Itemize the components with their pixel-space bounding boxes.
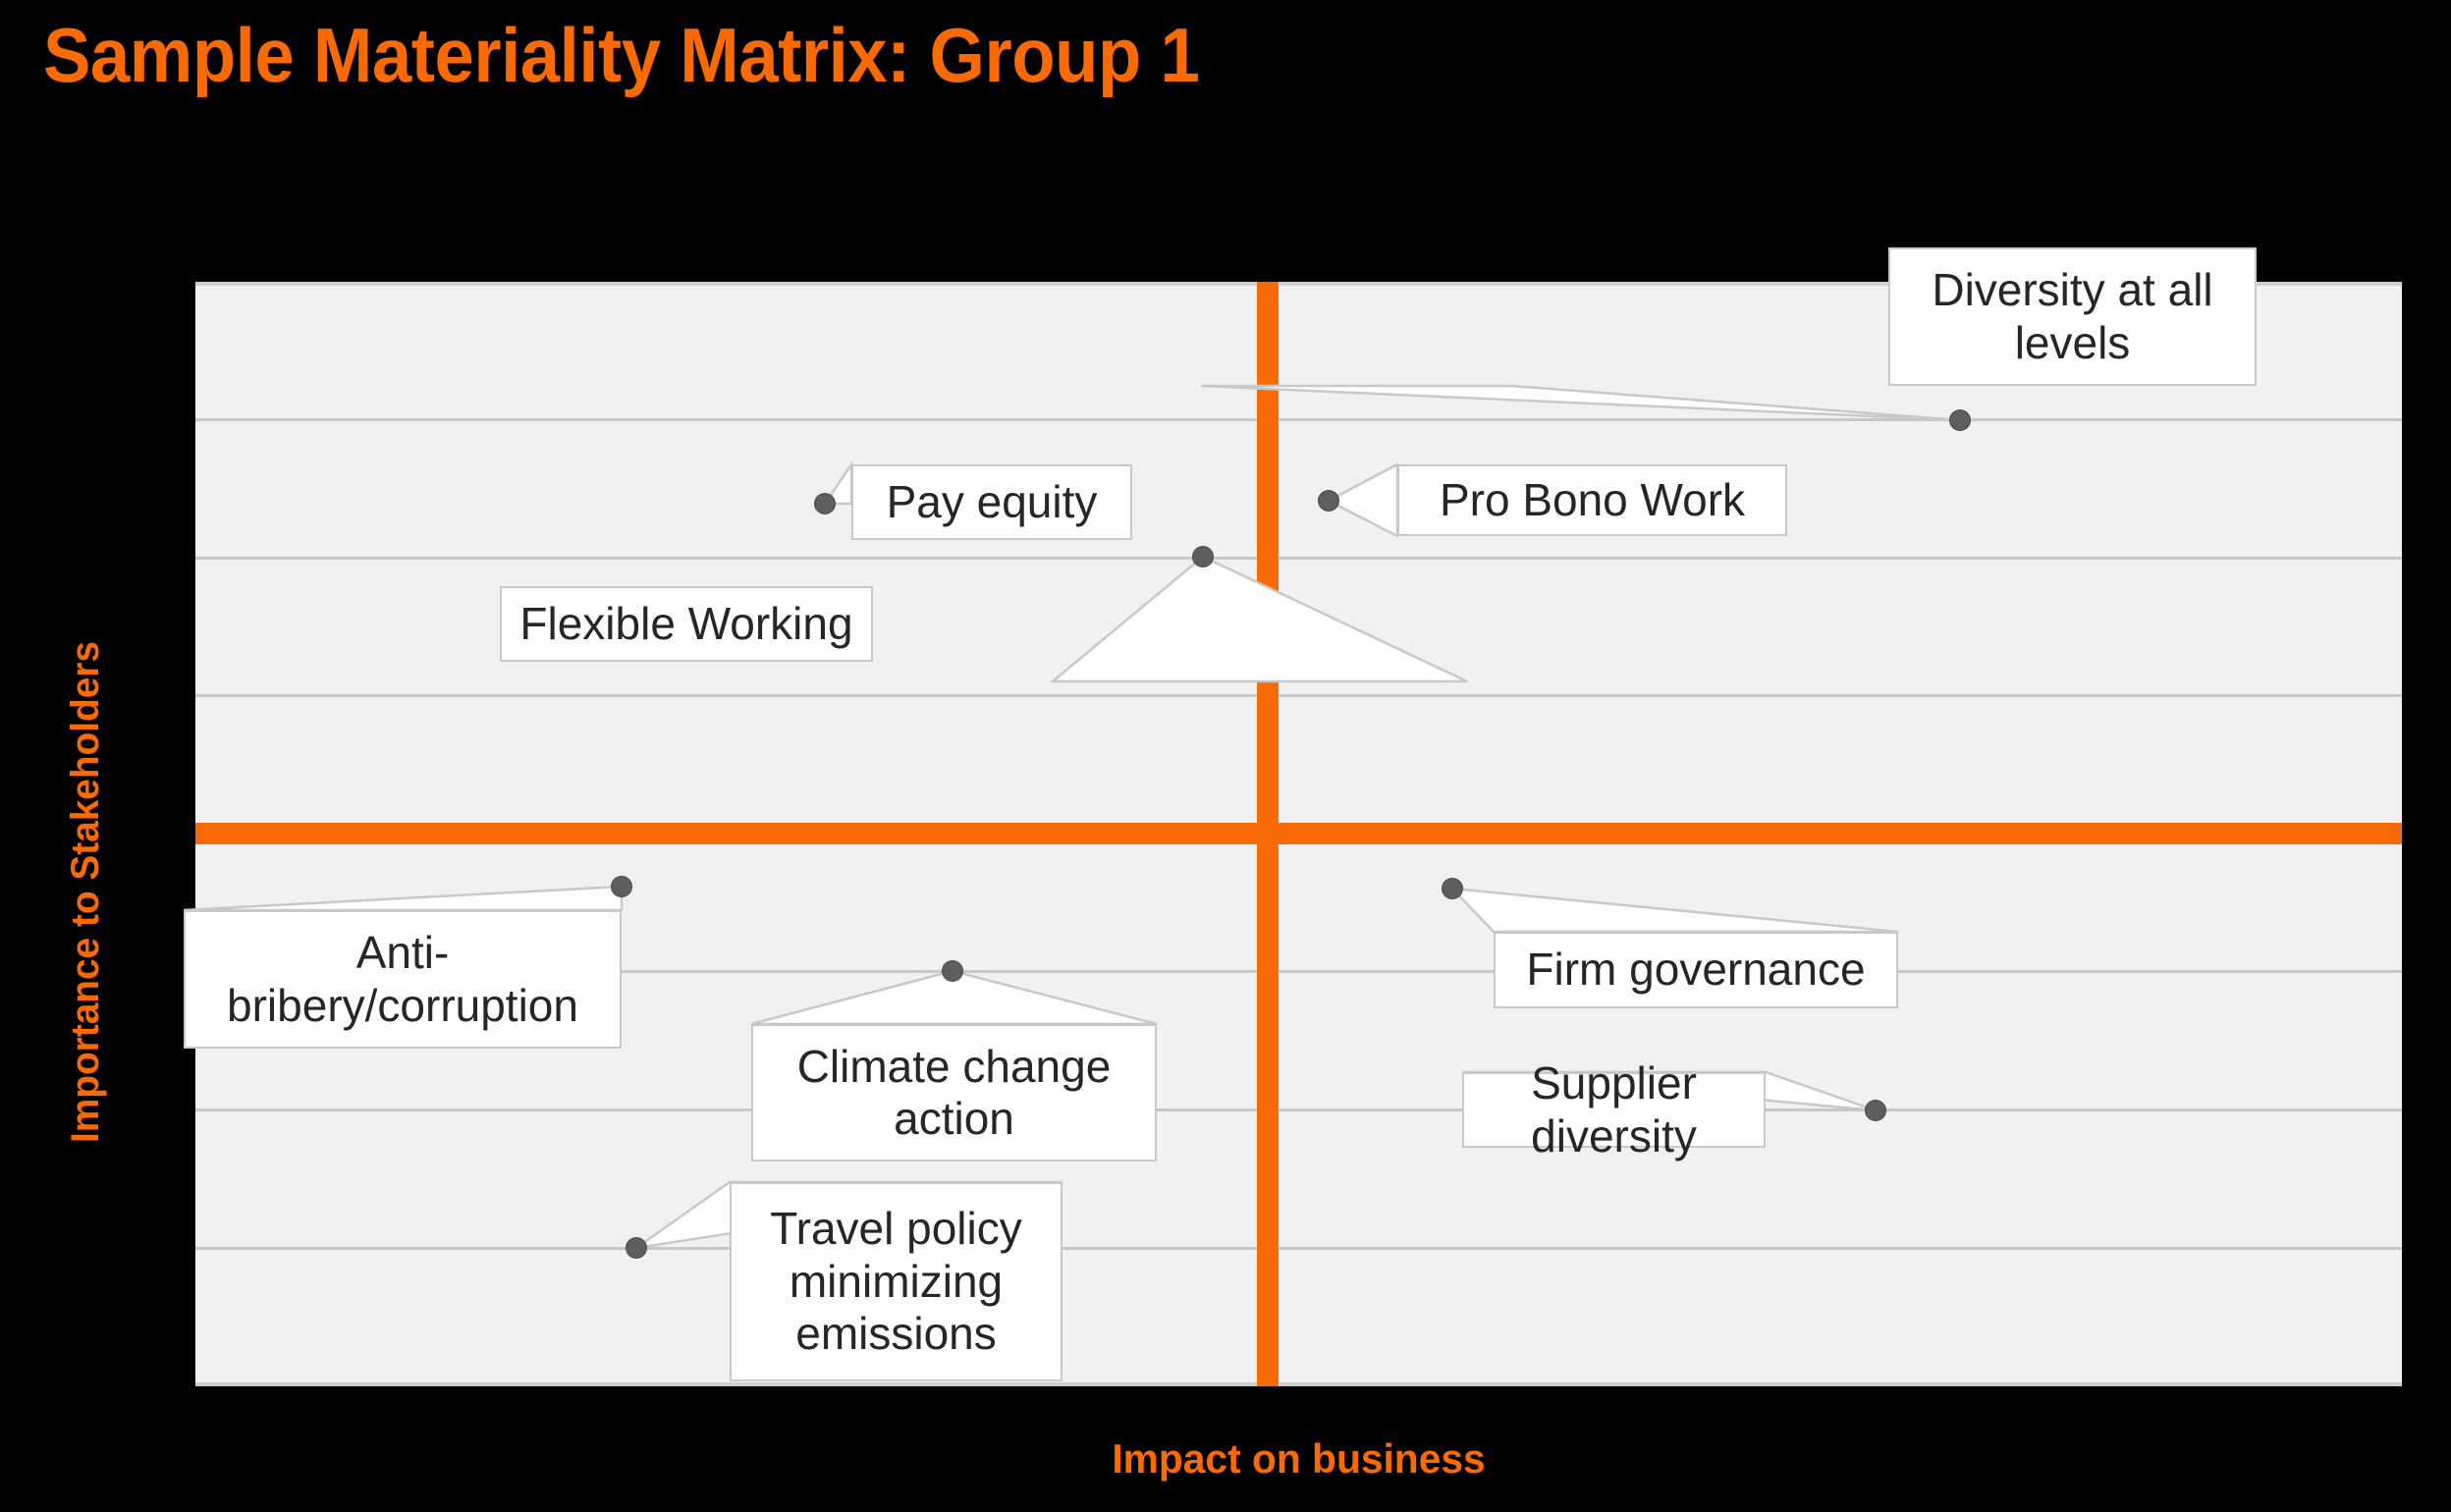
data-point-anti-bribery[interactable] <box>612 877 631 896</box>
callout-firm-governance[interactable]: Firm governance <box>1494 932 1898 1008</box>
x-axis-title: Impact on business <box>1112 1435 1486 1482</box>
data-point-pro-bono[interactable] <box>1319 491 1338 511</box>
callout-anti-bribery[interactable]: Anti- bribery/corruption <box>184 910 622 1049</box>
callout-pay-equity[interactable]: Pay equity <box>851 464 1132 540</box>
scatter-plot-area: Diversity at all levels Pay equity Pro B… <box>183 247 2402 1386</box>
data-point-climate-change[interactable] <box>943 961 962 981</box>
callout-pro-bono[interactable]: Pro Bono Work <box>1397 464 1787 536</box>
callout-flexible-working[interactable]: Flexible Working <box>500 586 873 662</box>
data-point-pay-equity[interactable] <box>815 494 835 513</box>
plot-bottom-border <box>195 1382 2402 1386</box>
quadrant-divider-horizontal <box>195 823 2402 844</box>
data-point-firm-governance[interactable] <box>1443 879 1462 898</box>
gridline <box>195 418 2402 421</box>
data-point-flexible-working[interactable] <box>1193 547 1213 567</box>
gridline <box>195 1247 2402 1250</box>
gridline <box>195 557 2402 560</box>
gridline <box>195 1108 2402 1111</box>
y-axis-title: Importance to Stakeholders <box>64 641 107 1144</box>
callout-climate-change[interactable]: Climate change action <box>751 1024 1157 1161</box>
data-point-supplier-diversity[interactable] <box>1866 1101 1885 1120</box>
callout-travel-policy[interactable]: Travel policy minimizing emissions <box>730 1182 1062 1381</box>
gridline <box>195 694 2402 697</box>
gridline <box>195 970 2402 973</box>
plot-top-border <box>195 282 2402 286</box>
page-title: Sample Materiality Matrix: Group 1 <box>43 12 1200 98</box>
callout-supplier-diversity[interactable]: Supplier diversity <box>1462 1057 1766 1161</box>
data-point-diversity[interactable] <box>1950 410 1970 430</box>
data-point-travel-policy[interactable] <box>626 1238 646 1258</box>
callout-diversity[interactable]: Diversity at all levels <box>1888 247 2257 386</box>
